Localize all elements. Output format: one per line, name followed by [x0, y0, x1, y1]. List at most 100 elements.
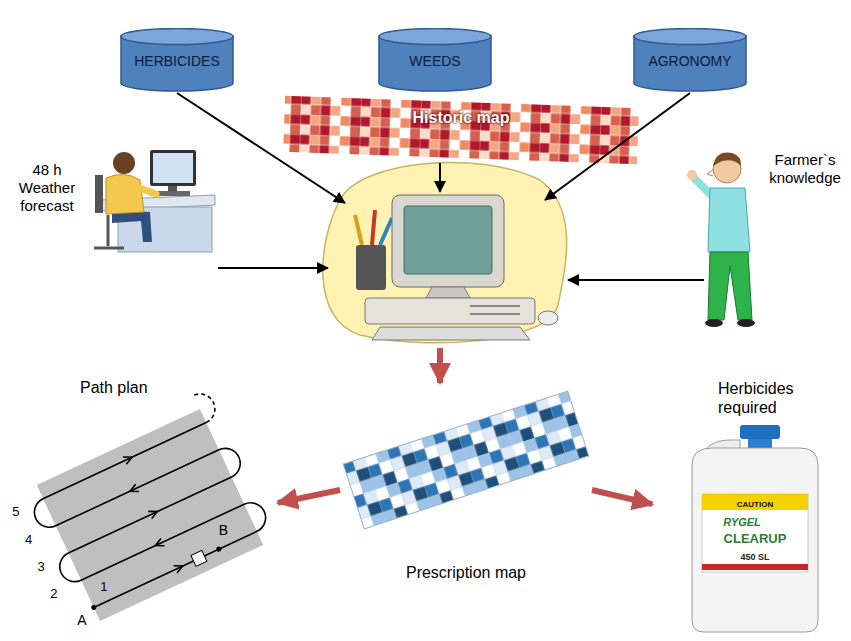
- label-anchor: CLEARUP: [724, 529, 787, 547]
- output-arrow: [437, 348, 443, 383]
- weather-forecaster-illustration: [94, 150, 215, 252]
- computer-illustration: [538, 311, 558, 325]
- label-anchor: 2: [50, 584, 57, 602]
- weather-forecaster-illustration: [106, 174, 144, 214]
- herbicide-jug-illustration: [692, 425, 818, 632]
- prescription-map-grid: [343, 391, 588, 529]
- weather-forecaster-illustration: [153, 153, 193, 183]
- database-cylinder: HERBICIDES: [120, 28, 234, 92]
- prescription-map-grid: [343, 391, 588, 529]
- input-arrows: [439, 163, 441, 192]
- label-anchor: 3: [38, 557, 45, 575]
- node-text: Farmer`s knowledge: [764, 151, 846, 187]
- output-arrow: [278, 490, 340, 503]
- jug-warning-text: CAUTION: [737, 500, 773, 510]
- herbicide-jug-illustration: [702, 564, 808, 570]
- path-plan-illustration: [90, 604, 97, 611]
- label-anchor: CAUTION: [737, 493, 773, 511]
- label-anchor: 4: [25, 530, 32, 548]
- farmer-illustration: [708, 252, 752, 320]
- computer-illustration: [372, 210, 375, 245]
- path-plan-illustration: [194, 389, 220, 423]
- cylinder-top: [634, 29, 746, 45]
- weather-forecaster-illustration: [150, 150, 196, 186]
- input-arrows: [568, 279, 704, 281]
- prescription-map-grid: [343, 391, 588, 529]
- computer-illustration: [365, 298, 535, 324]
- historic-map-grid: [283, 96, 639, 164]
- farmer-illustration: [708, 188, 750, 252]
- farmer-illustration: [737, 319, 755, 327]
- end-point-label: B: [219, 522, 228, 539]
- path-plan-illustration: [29, 416, 270, 614]
- node-text: Path plan: [80, 378, 190, 397]
- path-plan-illustration: [148, 508, 159, 519]
- path-plan-illustration: [128, 484, 139, 495]
- weather-forecaster-illustration: [134, 186, 156, 194]
- computer-illustration: [426, 287, 470, 298]
- database-cylinder: AGRONOMY: [633, 28, 747, 92]
- weather-forecaster-illustration: [95, 175, 103, 213]
- herbicide-jug-illustration: [740, 425, 780, 439]
- cylinder-top: [121, 29, 233, 45]
- output-arrow: [440, 348, 441, 383]
- path-plan-illustration: [17, 389, 277, 627]
- weather-forecaster-illustration: [113, 152, 135, 174]
- start-point-label: A: [77, 612, 86, 629]
- lane-number: 1: [100, 579, 107, 595]
- path-plan-illustration: [191, 550, 207, 566]
- lane-number: 2: [50, 586, 57, 602]
- path-plan-illustration: [174, 562, 185, 573]
- node-text: Herbicides required: [718, 379, 810, 417]
- lane-number: 3: [38, 559, 45, 575]
- computer-illustration: [392, 195, 504, 287]
- weather-forecaster-illustration: [94, 247, 124, 250]
- computer-illustration: [372, 327, 530, 340]
- input-arrows: [218, 267, 328, 269]
- historic-map: Historic map: [282, 100, 640, 160]
- weather-forecaster-illustration: [107, 215, 110, 246]
- input-arrows: [177, 93, 345, 203]
- prescription-map: Prescription map: [340, 385, 592, 595]
- node-text: WEEDS: [409, 53, 460, 70]
- jug-product-text: CLEARUP: [724, 531, 787, 547]
- input-arrows: [545, 93, 690, 200]
- farmer-illustration: [687, 170, 697, 180]
- database-cylinder: WEEDS: [378, 28, 492, 92]
- jug-brand-text: RYGEL: [723, 516, 761, 529]
- farmer-illustration: [687, 153, 755, 327]
- historic-map-grid: [283, 96, 639, 164]
- label-anchor: 1: [100, 577, 107, 595]
- path-plan-output: Path plan: [8, 372, 270, 637]
- label-anchor: 5: [12, 502, 19, 520]
- herbicide-jug-illustration: [702, 494, 808, 572]
- label-anchor: 450 SL: [740, 546, 769, 564]
- computer-illustration: [323, 163, 567, 343]
- computer-illustration: [404, 206, 492, 274]
- computer-illustration: [355, 215, 362, 245]
- weather-forecaster-illustration: [112, 210, 152, 242]
- input-arrows: [177, 93, 704, 280]
- path-plan-illustration: [123, 454, 134, 465]
- node-text: Historic map: [282, 108, 640, 127]
- farmer-illustration: [705, 319, 723, 327]
- label-anchor: B: [219, 521, 228, 539]
- farmer-knowledge-source: Farmer`s knowledge: [680, 135, 848, 330]
- herbicide-jug-illustration: [692, 448, 818, 632]
- output-arrow: [592, 490, 652, 504]
- node-text: 48 h Weather forecast: [8, 161, 86, 215]
- label-anchor: A: [77, 611, 86, 629]
- jug-formulation-text: 450 SL: [740, 552, 769, 563]
- farmer-illustration: [713, 153, 741, 166]
- node-text: AGRONOMY: [648, 53, 731, 70]
- node-text: Prescription map: [340, 563, 592, 582]
- path-plan-illustration: [216, 546, 223, 553]
- farmer-illustration: [707, 170, 713, 176]
- label-anchor: RYGEL: [723, 512, 761, 530]
- computer-illustration: [323, 163, 567, 343]
- path-plan-illustration: [154, 539, 165, 550]
